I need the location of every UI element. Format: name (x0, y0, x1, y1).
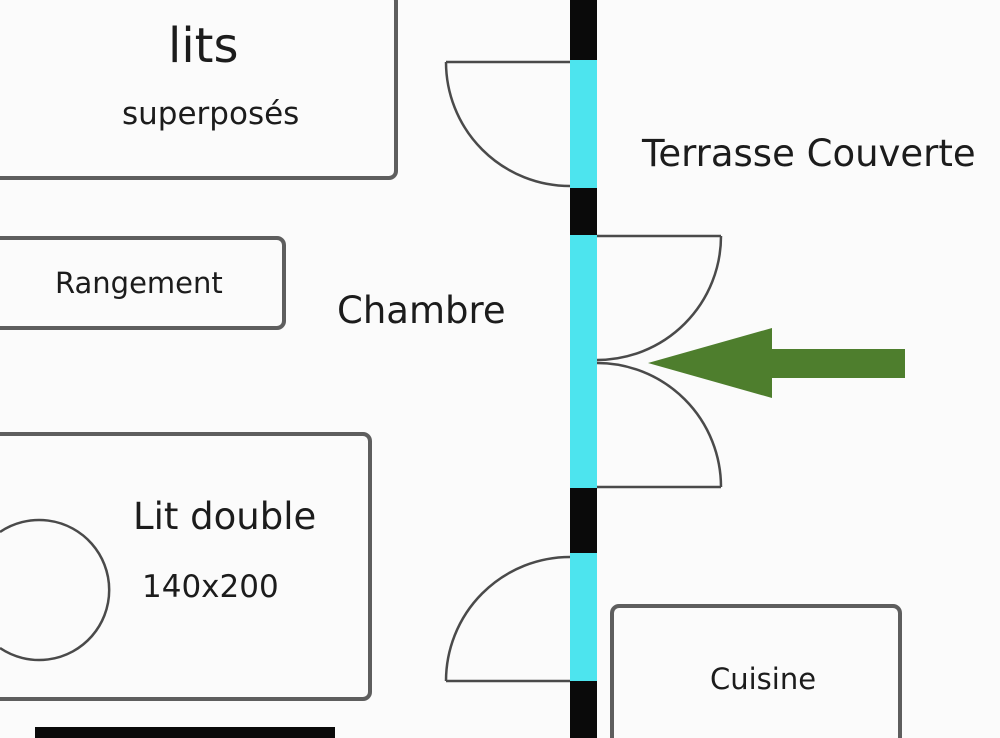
arrow-left-icon (648, 328, 905, 398)
bunk-beds-label-line1: lits (168, 18, 239, 74)
bedroom-label: Chambre (337, 289, 506, 332)
storage-label: Rangement (55, 266, 223, 300)
door-arc-middle-lower (596, 361, 723, 488)
door-arc-bottom (444, 555, 571, 682)
room-outline-bunk-beds (0, 0, 398, 180)
room-outline-storage (0, 236, 286, 330)
door-opening-top (570, 60, 597, 188)
kitchen-label: Cuisine (710, 662, 817, 696)
terrace-label: Terrasse Couverte (642, 132, 976, 175)
double-bed-size-label: 140x200 (142, 569, 279, 605)
bunk-beds-label-line2: superposés (122, 96, 300, 132)
wall-bottom (35, 727, 335, 738)
room-outline-kitchen (610, 604, 902, 738)
door-opening-bottom (570, 553, 597, 681)
room-outline-double-bed (0, 432, 372, 701)
door-arc-top (444, 61, 571, 188)
door-opening-middle (570, 235, 597, 488)
double-bed-label: Lit double (133, 495, 317, 538)
door-arc-middle-upper (596, 235, 723, 362)
